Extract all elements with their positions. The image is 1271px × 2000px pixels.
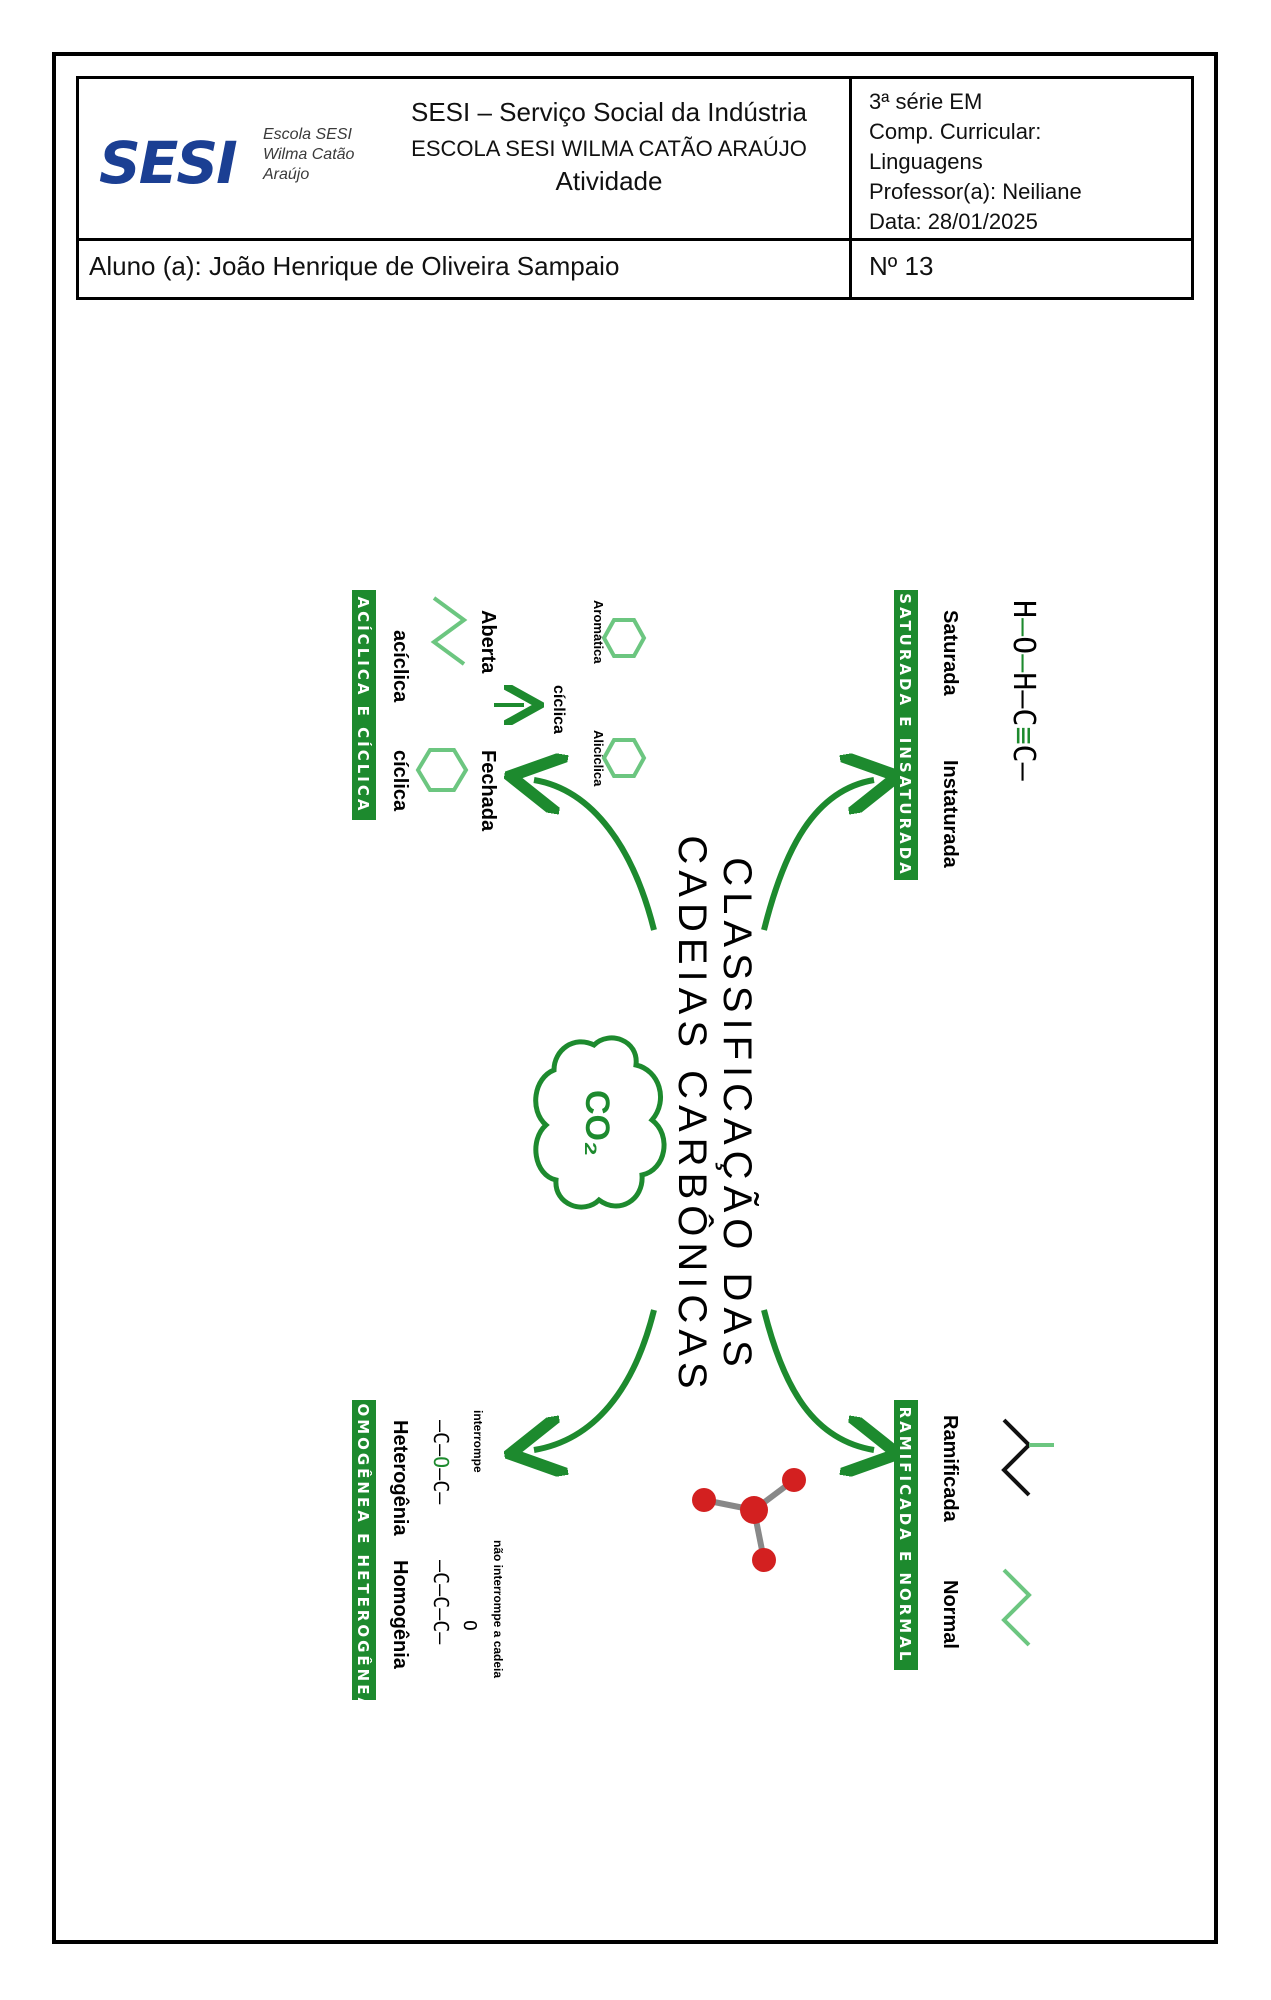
institution-block: SESI – Serviço Social da Indústria ESCOL… xyxy=(379,95,839,197)
homogenea-section: HOMOGÊNEA E HETEROGÊNEA Heterogênia Homo… xyxy=(352,1388,505,1712)
mind-map-poster: CLASSIFICAÇÃO DAS CADEIAS CARBÔNICAS CO₂… xyxy=(76,330,1194,1900)
logo-sub-line: Wilma Catão xyxy=(263,146,355,163)
aciclica-col1-title: acíclica xyxy=(389,630,411,703)
aciclica-col2-title: cíclica xyxy=(389,750,411,812)
ramificada-heading-bg xyxy=(894,1400,918,1670)
saturation-formula: H–O–H–C≡C– xyxy=(1006,600,1041,782)
document-header: SESI Escola SESI Wilma Catão Araújo SESI… xyxy=(76,76,1194,300)
page-border xyxy=(52,52,1218,1944)
ramificada-label: Ramificada xyxy=(939,1415,961,1523)
sesi-logo: SESI Escola SESI Wilma Catão Araújo xyxy=(99,123,369,213)
school-name: ESCOLA SESI WILMA CATÃO ARAÚJO xyxy=(411,136,807,161)
aciclica-col1-sub: Aberta xyxy=(477,610,499,674)
aciclica-heading: ACÍCLICA E CÍCLICA xyxy=(354,596,373,813)
logo-sub-line: Araújo xyxy=(263,166,310,183)
aromatica-label: Aromática xyxy=(591,600,606,664)
poster-area: CLASSIFICAÇÃO DAS CADEIAS CARBÔNICAS CO₂… xyxy=(76,330,1194,1930)
molecule-model-icon xyxy=(692,1468,806,1572)
ramificada-section: RAMIFICADA E NORMAL Ramificada Normal xyxy=(692,1400,1054,1670)
header-divider xyxy=(849,79,852,241)
co2-label: CO₂ xyxy=(578,1090,616,1156)
oxygen-substituent: O xyxy=(459,1620,480,1631)
heterogenea-formula: –C–O–C– xyxy=(429,1420,453,1505)
institution-name: SESI – Serviço Social da Indústria xyxy=(411,97,807,127)
component: Linguagens xyxy=(869,149,983,174)
logo-sub-line: Escola SESI xyxy=(263,126,352,143)
saturada-section: SATURADA E INSATURADA Saturada Instatura… xyxy=(894,590,1041,880)
insaturada-label: Instaturada xyxy=(939,760,961,869)
closed-chain-icon xyxy=(415,748,469,792)
aciclica-heading-bg xyxy=(352,590,376,820)
date: Data: 28/01/2025 xyxy=(869,209,1038,234)
co2-cloud-icon: CO₂ xyxy=(533,1035,667,1210)
logo-subtitle: Escola SESI Wilma Catão Araújo xyxy=(263,125,354,185)
grade: 3ª série EM xyxy=(869,89,983,114)
arrow-to-saturada xyxy=(761,780,874,931)
saturada-heading: SATURADA E INSATURADA xyxy=(896,593,914,877)
homogenea-formula: –C–C–C– xyxy=(429,1560,453,1645)
saturada-label: Saturada xyxy=(939,610,961,696)
heterogenea-label: Heterogênia xyxy=(389,1420,411,1536)
homogenea-label: Homogênia xyxy=(389,1560,411,1670)
student-number: Nº 13 xyxy=(869,251,934,281)
aciclica-col2-sub: Fechada xyxy=(477,750,499,832)
arrow-to-aciclica xyxy=(534,780,657,931)
normal-label: Normal xyxy=(939,1580,961,1649)
logo-mark: SESI xyxy=(99,129,238,197)
arrow-to-ramificada xyxy=(761,1309,874,1450)
activity-title: Atividade xyxy=(555,166,663,196)
ciclica-label: cíclica xyxy=(550,685,567,734)
class-info: 3ª série EM Comp. Curricular: Linguagens… xyxy=(869,87,1082,237)
cyclohexane-ring-icon xyxy=(601,738,647,778)
mind-map-svg: CLASSIFICAÇÃO DAS CADEIAS CARBÔNICAS CO₂… xyxy=(352,590,1054,1712)
student-name: Aluno (a): João Henrique de Oliveira Sam… xyxy=(89,251,620,281)
component-label: Comp. Curricular: xyxy=(869,119,1042,144)
poster-title-line1: CLASSIFICAÇÃO DAS xyxy=(715,857,760,1372)
open-chain-icon xyxy=(430,596,468,666)
saturada-heading-bg xyxy=(894,590,918,880)
homogenea-heading-bg xyxy=(352,1400,376,1700)
homogenea-heading: HOMOGÊNEA E HETEROGÊNEA xyxy=(354,1388,373,1712)
teacher: Professor(a): Neiliane xyxy=(869,179,1082,204)
ramificada-heading: RAMIFICADA E NORMAL xyxy=(896,1407,914,1664)
poster-title-line2: CADEIAS CARBÔNICAS xyxy=(670,835,715,1394)
arrow-to-homogenea xyxy=(534,1309,657,1450)
benzene-ring-icon xyxy=(601,618,647,658)
header-row2-divider xyxy=(849,241,852,297)
branched-chain-icon xyxy=(1001,1418,1032,1497)
interrompe-note: interrompe xyxy=(471,1410,485,1473)
aciclica-section: ACÍCLICA E CÍCLICA acíclica cíclica Aber… xyxy=(352,590,647,832)
normal-chain-icon xyxy=(1001,1568,1032,1647)
aliciclica-label: Alicíclica xyxy=(591,730,606,787)
nao-interrompe-note: não interrompe a cadeia xyxy=(491,1540,505,1678)
header-top-row xyxy=(79,79,1191,241)
